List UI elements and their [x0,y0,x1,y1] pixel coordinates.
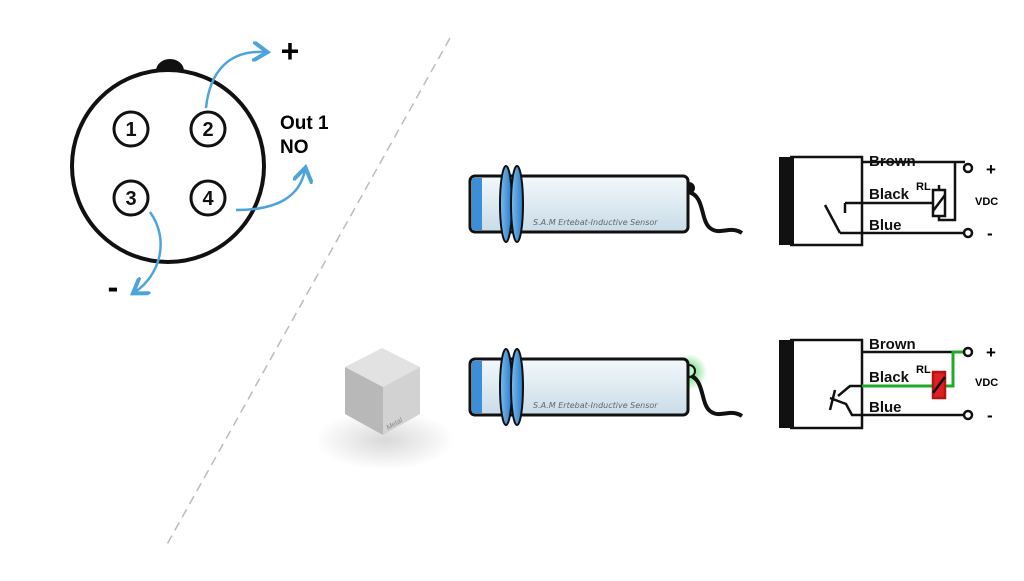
svg-text:2: 2 [202,119,213,141]
plus-terminal-label: + [986,160,996,179]
sensor-active: S.A.M Ertebat-Inductive Sensor [468,348,744,426]
plus-label: + [281,33,300,69]
svg-text:3: 3 [125,188,136,210]
wire-blue-label: Blue [869,217,902,234]
minus-terminal-label: - [987,224,993,243]
wire-black-label: Black [869,186,910,203]
wire-brown-label: Brown [869,153,916,170]
arrow-pin2-plus [204,52,265,109]
connector-pinout: 1 2 3 4 + - Out 1 NO [70,33,329,305]
arrow-pin4-out [235,170,305,212]
wire-blue-label: Blue [869,399,902,416]
pin-2: 2 [189,110,227,148]
wire-black-label: Black [869,369,910,386]
schematic-idle [779,155,974,247]
output-type-label: NO [280,137,309,158]
vdc-label: VDC [975,196,998,208]
relay-label: RL [916,364,931,376]
minus-terminal-label: - [987,406,993,425]
metal-cube: Metal [315,348,455,470]
pin-4: 4 [189,179,227,217]
output-label: Out 1 [280,113,329,134]
schematic-active [779,338,974,430]
divider-dashed-line [164,37,451,549]
relay-label: RL [916,181,931,193]
sensor-brand-text: S.A.M Ertebat-Inductive Sensor [533,401,658,410]
wire-brown-label: Brown [869,336,916,353]
pin-3: 3 [112,179,150,217]
sensor-idle: S.A.M Ertebat-Inductive Sensor [468,165,744,243]
arrow-pin3-minus [135,211,162,292]
pin-1: 1 [112,110,150,148]
minus-label: - [108,269,119,305]
svg-text:4: 4 [202,188,214,210]
sensor-brand-text: S.A.M Ertebat-Inductive Sensor [533,218,658,227]
plus-terminal-label: + [986,343,996,362]
svg-text:1: 1 [125,119,136,141]
vdc-label: VDC [975,377,998,389]
